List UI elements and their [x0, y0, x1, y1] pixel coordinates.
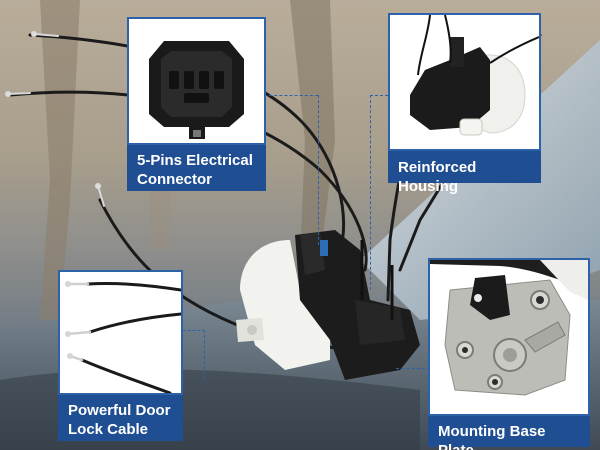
leader-plate-horizontal [396, 368, 430, 369]
callout-plate [428, 258, 590, 416]
base-plate-icon [430, 260, 588, 414]
callout-connector [127, 17, 266, 145]
label-housing: Reinforced Housing [388, 151, 541, 195]
leader-connector-vertical [318, 95, 319, 245]
callout-housing [388, 13, 541, 151]
label-cable: Powerful Door Lock Cable [58, 395, 183, 441]
label-connector: 5-Pins Electrical Connector [127, 145, 266, 191]
cable-icon [60, 272, 181, 393]
electrical-connector-icon [129, 19, 264, 143]
leader-cable-horizontal [183, 330, 205, 331]
callout-cable [58, 270, 183, 395]
leader-housing-vertical [370, 95, 371, 290]
housing-icon [390, 15, 539, 149]
leader-housing-horizontal [370, 95, 388, 96]
leader-connector-horizontal [264, 95, 318, 96]
leader-cable-vertical [204, 330, 205, 380]
label-plate: Mounting Base Plate [428, 416, 590, 450]
